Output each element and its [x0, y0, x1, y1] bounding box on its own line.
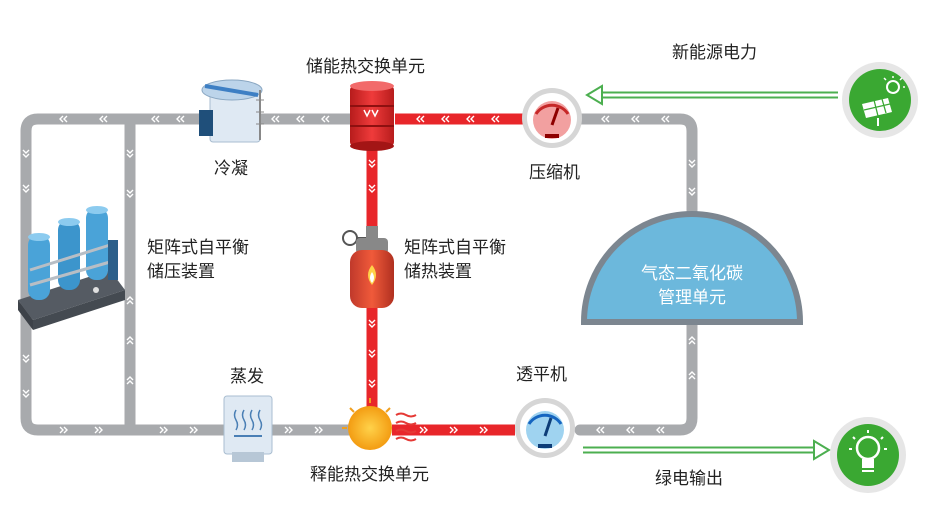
co2-unit-label-1: 气态二氧化碳	[641, 264, 743, 284]
sun-icon	[342, 398, 417, 450]
storage-heat-exchanger-label: 储能热交换单元	[306, 57, 425, 77]
compressor-label: 压缩机	[529, 163, 580, 183]
heat-storage-label-1: 矩阵式自平衡	[404, 238, 506, 258]
turbine-label: 透平机	[516, 365, 567, 385]
compressor-gauge-icon	[522, 88, 582, 148]
co2-management-dome	[580, 211, 804, 325]
release-heat-exchanger-label: 释能热交换单元	[310, 465, 429, 485]
solar-panel-icon	[842, 62, 918, 138]
evaporator-icon	[223, 395, 273, 462]
output-power-arrow	[583, 439, 831, 461]
gray-pipe-chevrons	[22, 115, 696, 434]
storage-heat-exchanger-icon	[350, 81, 394, 151]
condenser-icon	[199, 79, 264, 143]
green-output-label: 绿电输出	[655, 469, 723, 489]
pressure-storage-icon	[18, 206, 125, 330]
heat-storage-tank-icon	[342, 226, 394, 308]
evaporator-label: 蒸发	[230, 367, 264, 387]
pressure-storage-label-1: 矩阵式自平衡	[147, 238, 249, 258]
condenser-label: 冷凝	[214, 159, 248, 179]
co2-unit-label-2: 管理单元	[658, 288, 726, 308]
pressure-storage-label-2: 储压装置	[147, 262, 215, 282]
new-energy-label: 新能源电力	[672, 43, 757, 63]
light-bulb-icon	[830, 417, 906, 493]
heat-storage-label-2: 储热装置	[404, 262, 472, 282]
gray-pipe-network	[20, 113, 698, 436]
red-pipe-chevrons	[368, 115, 500, 434]
input-power-arrow	[585, 84, 838, 106]
turbine-gauge-icon	[515, 398, 575, 458]
